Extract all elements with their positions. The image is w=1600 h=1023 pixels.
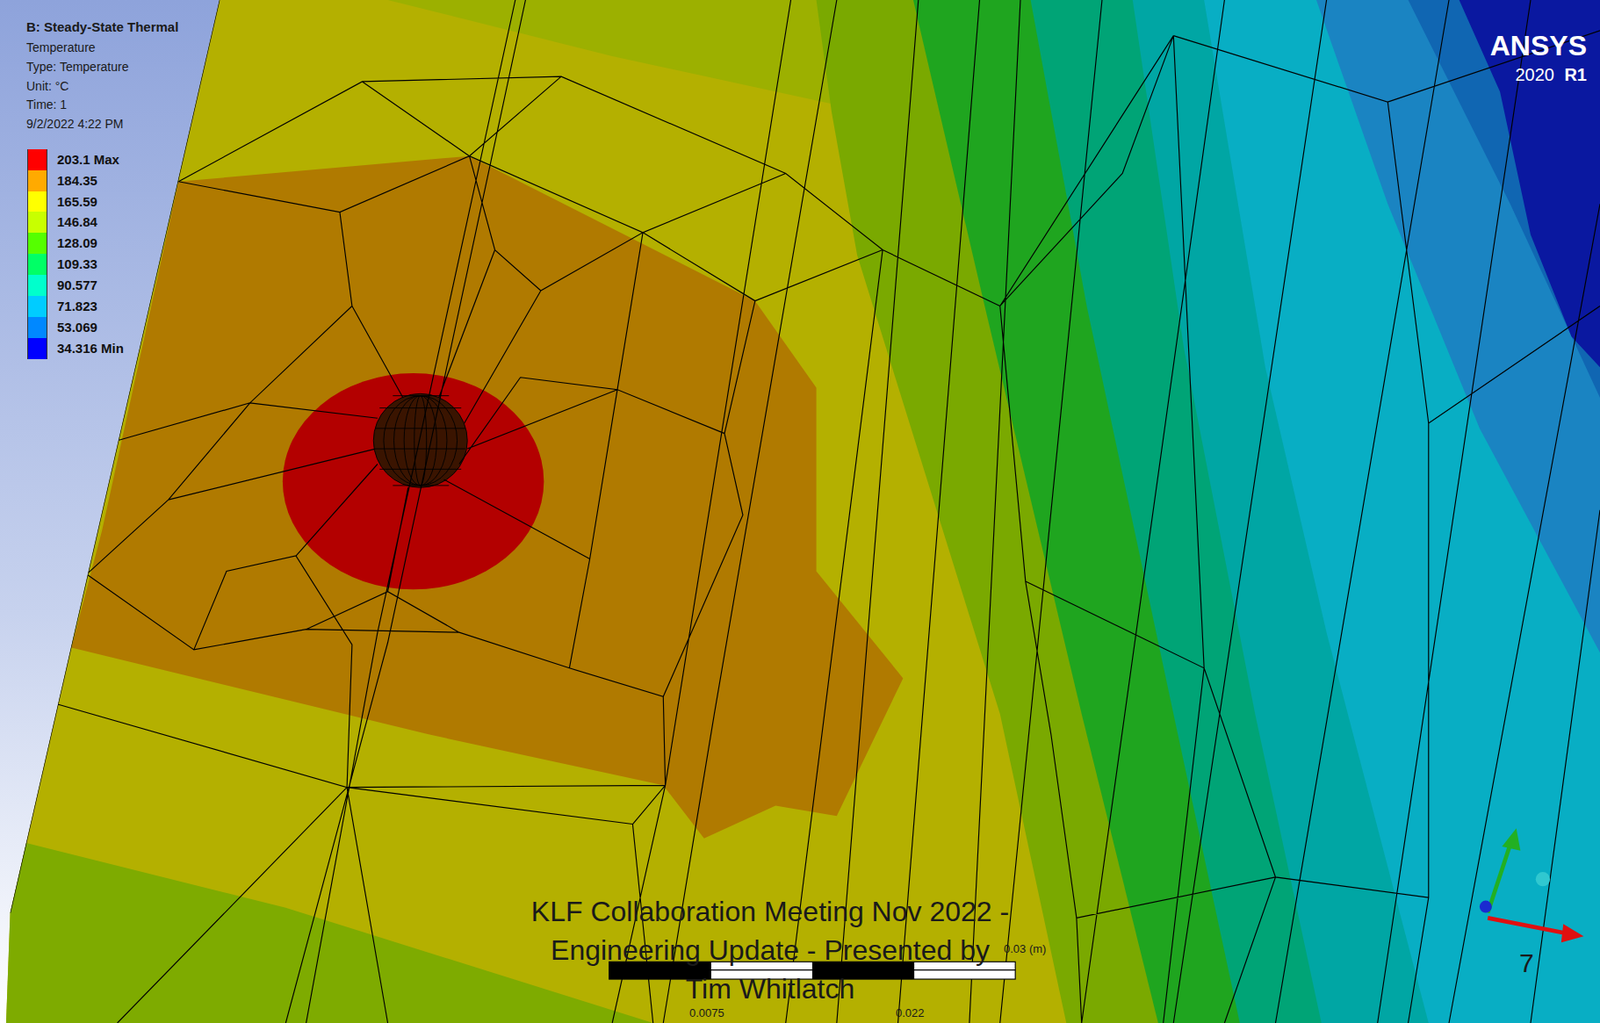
legend-value: 146.84 [57, 214, 98, 230]
timestamp: 9/2/2022 4:22 PM [26, 116, 124, 131]
software-version: 2020 [1515, 64, 1556, 86]
legend-value: 203.1 Max [57, 151, 120, 167]
legend-value: 165.59 [57, 194, 98, 210]
legend-value: 128.09 [57, 235, 98, 251]
result-info: Type: Temperature [26, 59, 129, 74]
plot-title: B: Steady-State Thermal [26, 19, 179, 35]
legend-swatch [27, 232, 48, 254]
legend-swatch [27, 338, 48, 360]
legend-value: 71.823 [57, 298, 98, 314]
legend-swatch [27, 274, 48, 296]
legend-swatch [27, 191, 48, 213]
scale-label: 0.0075 [689, 1006, 725, 1020]
scale-label: 0.022 [895, 1006, 925, 1020]
scale-label: 0.03 (m) [1003, 942, 1046, 956]
legend-swatch [27, 170, 48, 192]
legend-value: 53.069 [57, 319, 98, 335]
slide-number: 7 [1519, 948, 1535, 979]
legend-value: 184.35 [57, 172, 98, 188]
axis-triad [1479, 828, 1585, 943]
result-info: Temperature [26, 40, 96, 55]
legend-value: 90.577 [57, 277, 98, 293]
legend-swatch [27, 253, 48, 275]
result-info: Time: 1 [26, 97, 67, 112]
legend-swatch [27, 211, 48, 233]
legend-swatch [27, 149, 48, 171]
result-info: Unit: °C [26, 79, 69, 94]
software-release: R1 [1563, 64, 1587, 86]
software-logo: ANSYS [1490, 29, 1587, 63]
legend-swatch [27, 295, 48, 318]
slide-footer: KLF Collaboration Meeting Nov 2022 - Eng… [524, 892, 1017, 1009]
legend-value: 109.33 [57, 256, 98, 272]
mesh-lines [10, 0, 1600, 1023]
legend-value: 34.316 Min [57, 340, 124, 356]
legend-swatch [27, 317, 48, 339]
